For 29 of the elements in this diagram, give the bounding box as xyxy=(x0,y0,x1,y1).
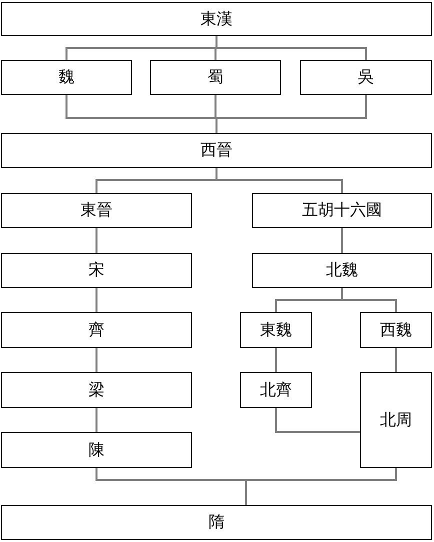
connector-line xyxy=(245,468,397,505)
connector-line xyxy=(395,348,397,372)
connector-line xyxy=(341,228,343,253)
connector-line xyxy=(341,288,397,312)
dynasty-box: 魏 xyxy=(1,60,132,95)
dynasty-box: 齊 xyxy=(1,312,192,348)
dynasty-box: 北魏 xyxy=(252,253,432,288)
dynasty-box: 北齊 xyxy=(240,372,312,408)
connector-line xyxy=(96,408,98,432)
dynasty-box: 西魏 xyxy=(360,312,432,348)
dynasty-box: 陳 xyxy=(1,432,192,468)
connector-line xyxy=(216,95,367,133)
connector-line xyxy=(96,288,98,312)
dynasty-box: 東晉 xyxy=(1,193,192,228)
dynasty-box: 宋 xyxy=(1,253,192,288)
dynasty-box: 五胡十六國 xyxy=(252,193,432,228)
dynasty-box: 梁 xyxy=(1,372,192,408)
dynasty-box: 吳 xyxy=(300,60,432,95)
dynasty-box: 隋 xyxy=(1,505,432,540)
connector-line xyxy=(275,348,277,372)
dynasty-box: 蜀 xyxy=(150,60,281,95)
dynasty-box: 東漢 xyxy=(1,2,432,36)
dynasty-box: 西晉 xyxy=(1,133,432,168)
dynasty-box: 東魏 xyxy=(240,312,312,348)
connector-line xyxy=(96,228,98,253)
connector-line xyxy=(216,168,343,193)
connector-line xyxy=(275,408,360,433)
dynasty-box: 北周 xyxy=(360,372,432,468)
connector-line xyxy=(96,348,98,372)
